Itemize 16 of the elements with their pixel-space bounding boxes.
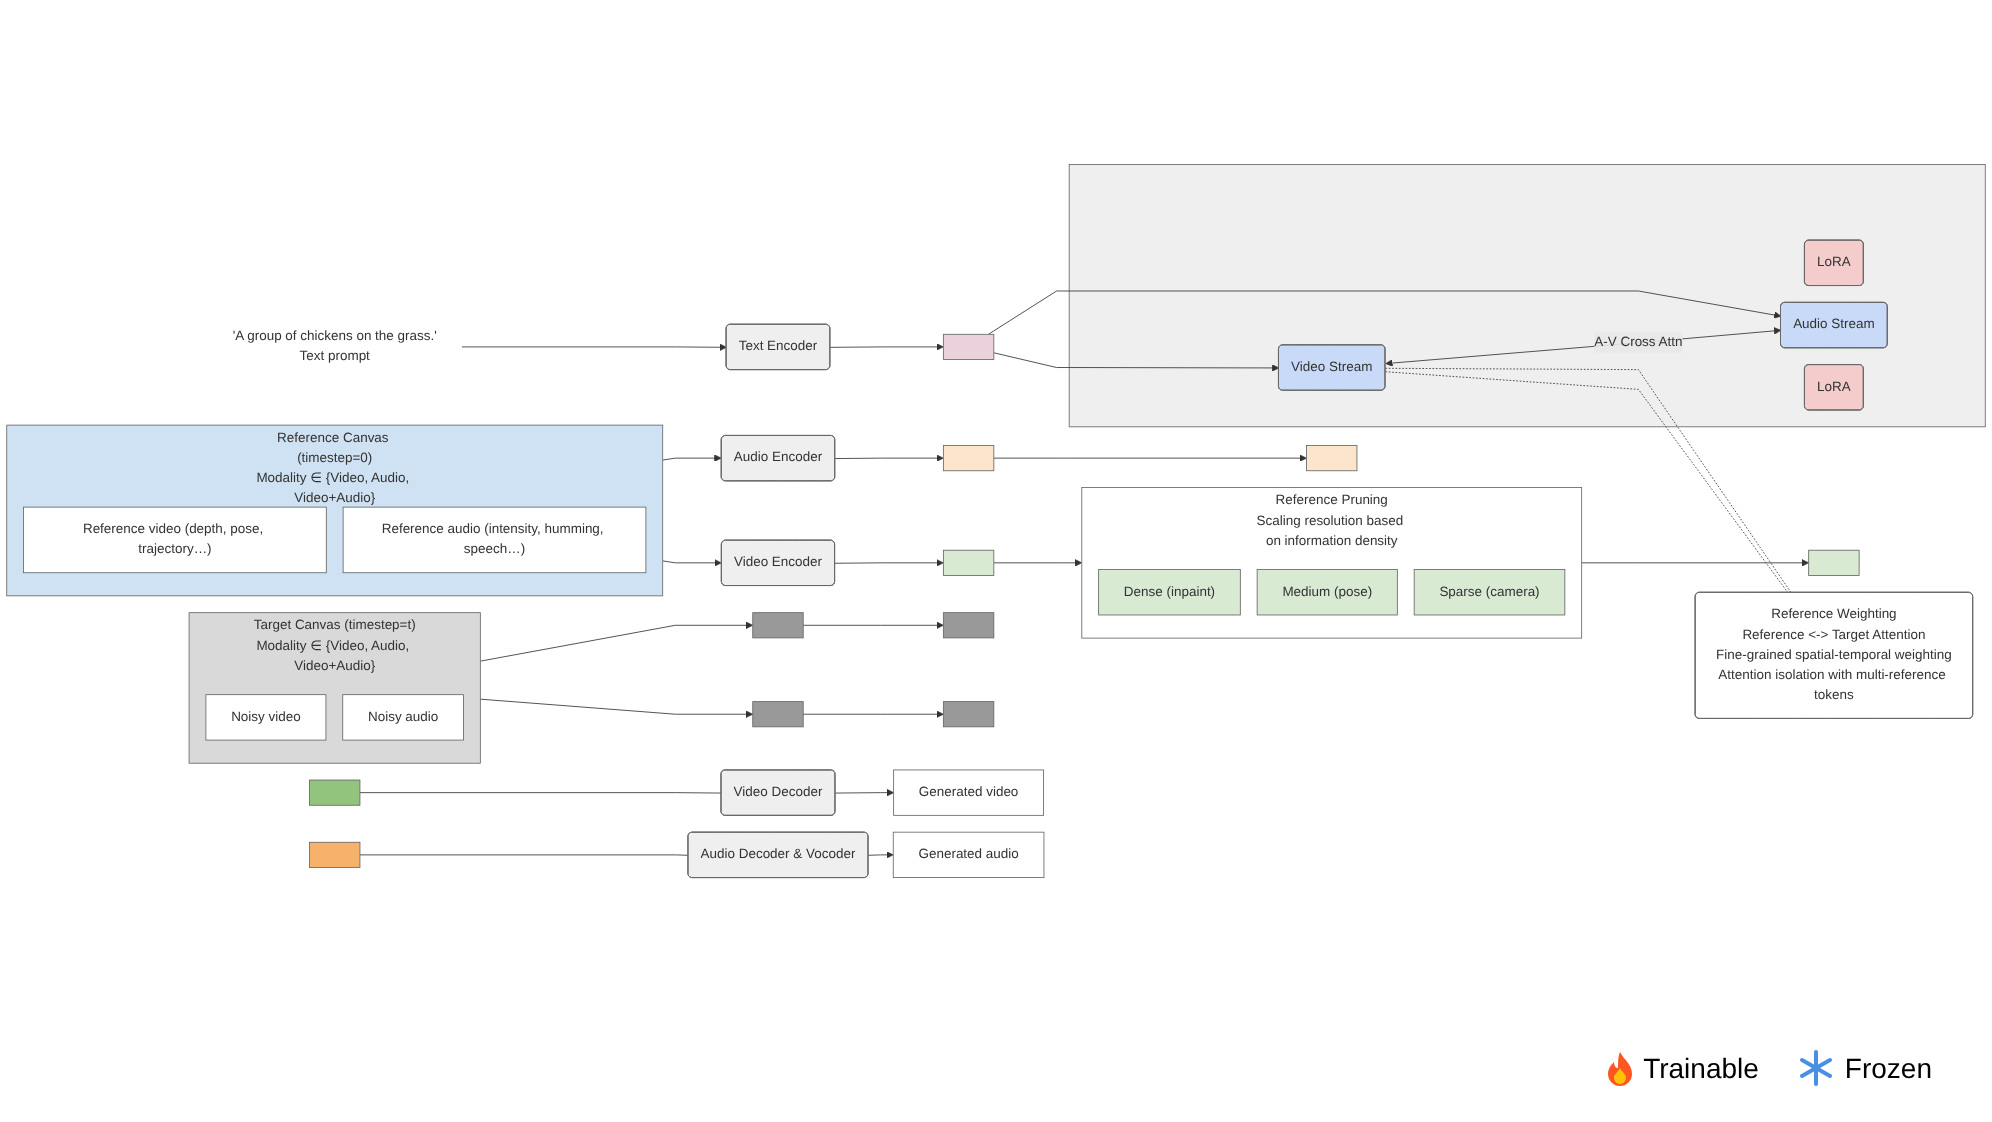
connector: [359, 792, 722, 794]
legend-label: Trainable: [1643, 1052, 1759, 1084]
node-box: [752, 612, 804, 639]
node-box: [309, 841, 361, 868]
node-box: [752, 701, 804, 728]
node-box: [942, 549, 995, 576]
cluster: [1068, 164, 1986, 428]
node-box: [309, 779, 361, 806]
node-box: [942, 333, 995, 360]
connector: [359, 854, 689, 856]
node-box: [942, 612, 995, 639]
legend-label: Frozen: [1844, 1052, 1932, 1084]
node-box: [942, 701, 995, 728]
node-box: [1306, 445, 1358, 472]
node-box: [1808, 549, 1860, 576]
node-box: [942, 445, 995, 472]
